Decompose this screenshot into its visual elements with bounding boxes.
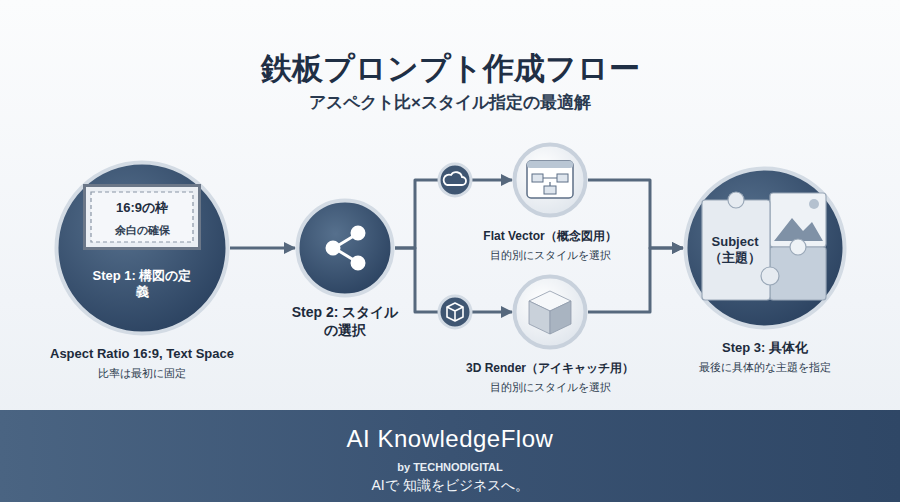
flow-arrow [230, 247, 295, 250]
frame-box: 16:9の枠余白の確保 [83, 184, 201, 250]
text-holder: 最後に具体的な主題を指定 [665, 357, 865, 375]
text-holder: Flat Vector（概念図用） [455, 226, 645, 244]
text-holder: Step 2: スタイルの選択 [285, 304, 405, 339]
node-text: Step 3: 具体化 [722, 340, 808, 356]
label-holder: 鉄板プロンプト作成フロー [0, 50, 900, 89]
frame-box-outline [83, 184, 201, 250]
text-holder: 目的別にスタイルを選択 [455, 377, 645, 395]
label-holder: アスペクト比×スタイル指定の最適解 [0, 92, 900, 113]
node-text: 比率は最初に固定 [98, 367, 186, 381]
node-text: AI KnowledgeFlow [347, 424, 554, 454]
text-holder: 余白の確保 [83, 220, 201, 238]
node-text: Step 1: 構図の定義 [87, 268, 197, 301]
text-holder: 目的別にスタイルを選択 [455, 245, 645, 263]
text-holder: AI KnowledgeFlow [0, 424, 900, 454]
text-holder: 比率は最初に固定 [22, 363, 262, 381]
text-holder: Aspect Ratio 16:9, Text Space [22, 344, 262, 362]
node-text: 最後に具体的な主題を指定 [699, 361, 831, 375]
text-holder: AIで 知識をビジネスへ。 [0, 476, 900, 495]
node-text: 余白の確保 [115, 224, 170, 238]
step-circle-outline [295, 198, 395, 298]
node-text: 目的別にスタイルを選択 [490, 381, 611, 395]
step-circle: Step 2: スタイルの選択 [295, 198, 395, 298]
node-text: AIで 知識をビジネスへ。 [371, 477, 528, 495]
node-text: 16:9の枠 [116, 200, 168, 216]
title: 鉄板プロンプト作成フロー [261, 50, 640, 89]
node-text: 3D Render（アイキャッチ用） [466, 361, 634, 376]
text-holder: 3D Render（アイキャッチ用） [455, 358, 645, 376]
puzzle-picture [702, 192, 826, 300]
node-text: Aspect Ratio 16:9, Text Space [50, 346, 234, 362]
node-text: by TECHNODIGITAL [397, 461, 503, 475]
text-holder: Step 3: 具体化 [665, 338, 865, 356]
node-text: Subject （主題） [697, 234, 773, 267]
step-circle: Step 1: 構図の定義Aspect Ratio 16:9, Text Spa… [54, 160, 230, 336]
cube-icon [439, 296, 471, 328]
share-icon [327, 227, 364, 269]
text-holder: Subject （主題） [697, 234, 773, 267]
cube-render [529, 291, 571, 334]
text-holder: 16:9の枠 [83, 198, 201, 216]
text-holder: by TECHNODIGITAL [0, 457, 900, 475]
footer-band: AI KnowledgeFlow by TECHNODIGITAL AIで 知識をビ… [0, 410, 900, 502]
node-text: 目的別にスタイルを選択 [490, 249, 611, 263]
node-text: Flat Vector（概念図用） [483, 229, 616, 244]
flat-vector-picture [527, 161, 573, 198]
cloud-icon [439, 164, 471, 196]
node-text: Step 2: スタイルの選択 [285, 304, 405, 339]
text-holder: Step 1: 構図の定義 [87, 268, 197, 301]
subtitle: アスペクト比×スタイル指定の最適解 [309, 92, 591, 113]
